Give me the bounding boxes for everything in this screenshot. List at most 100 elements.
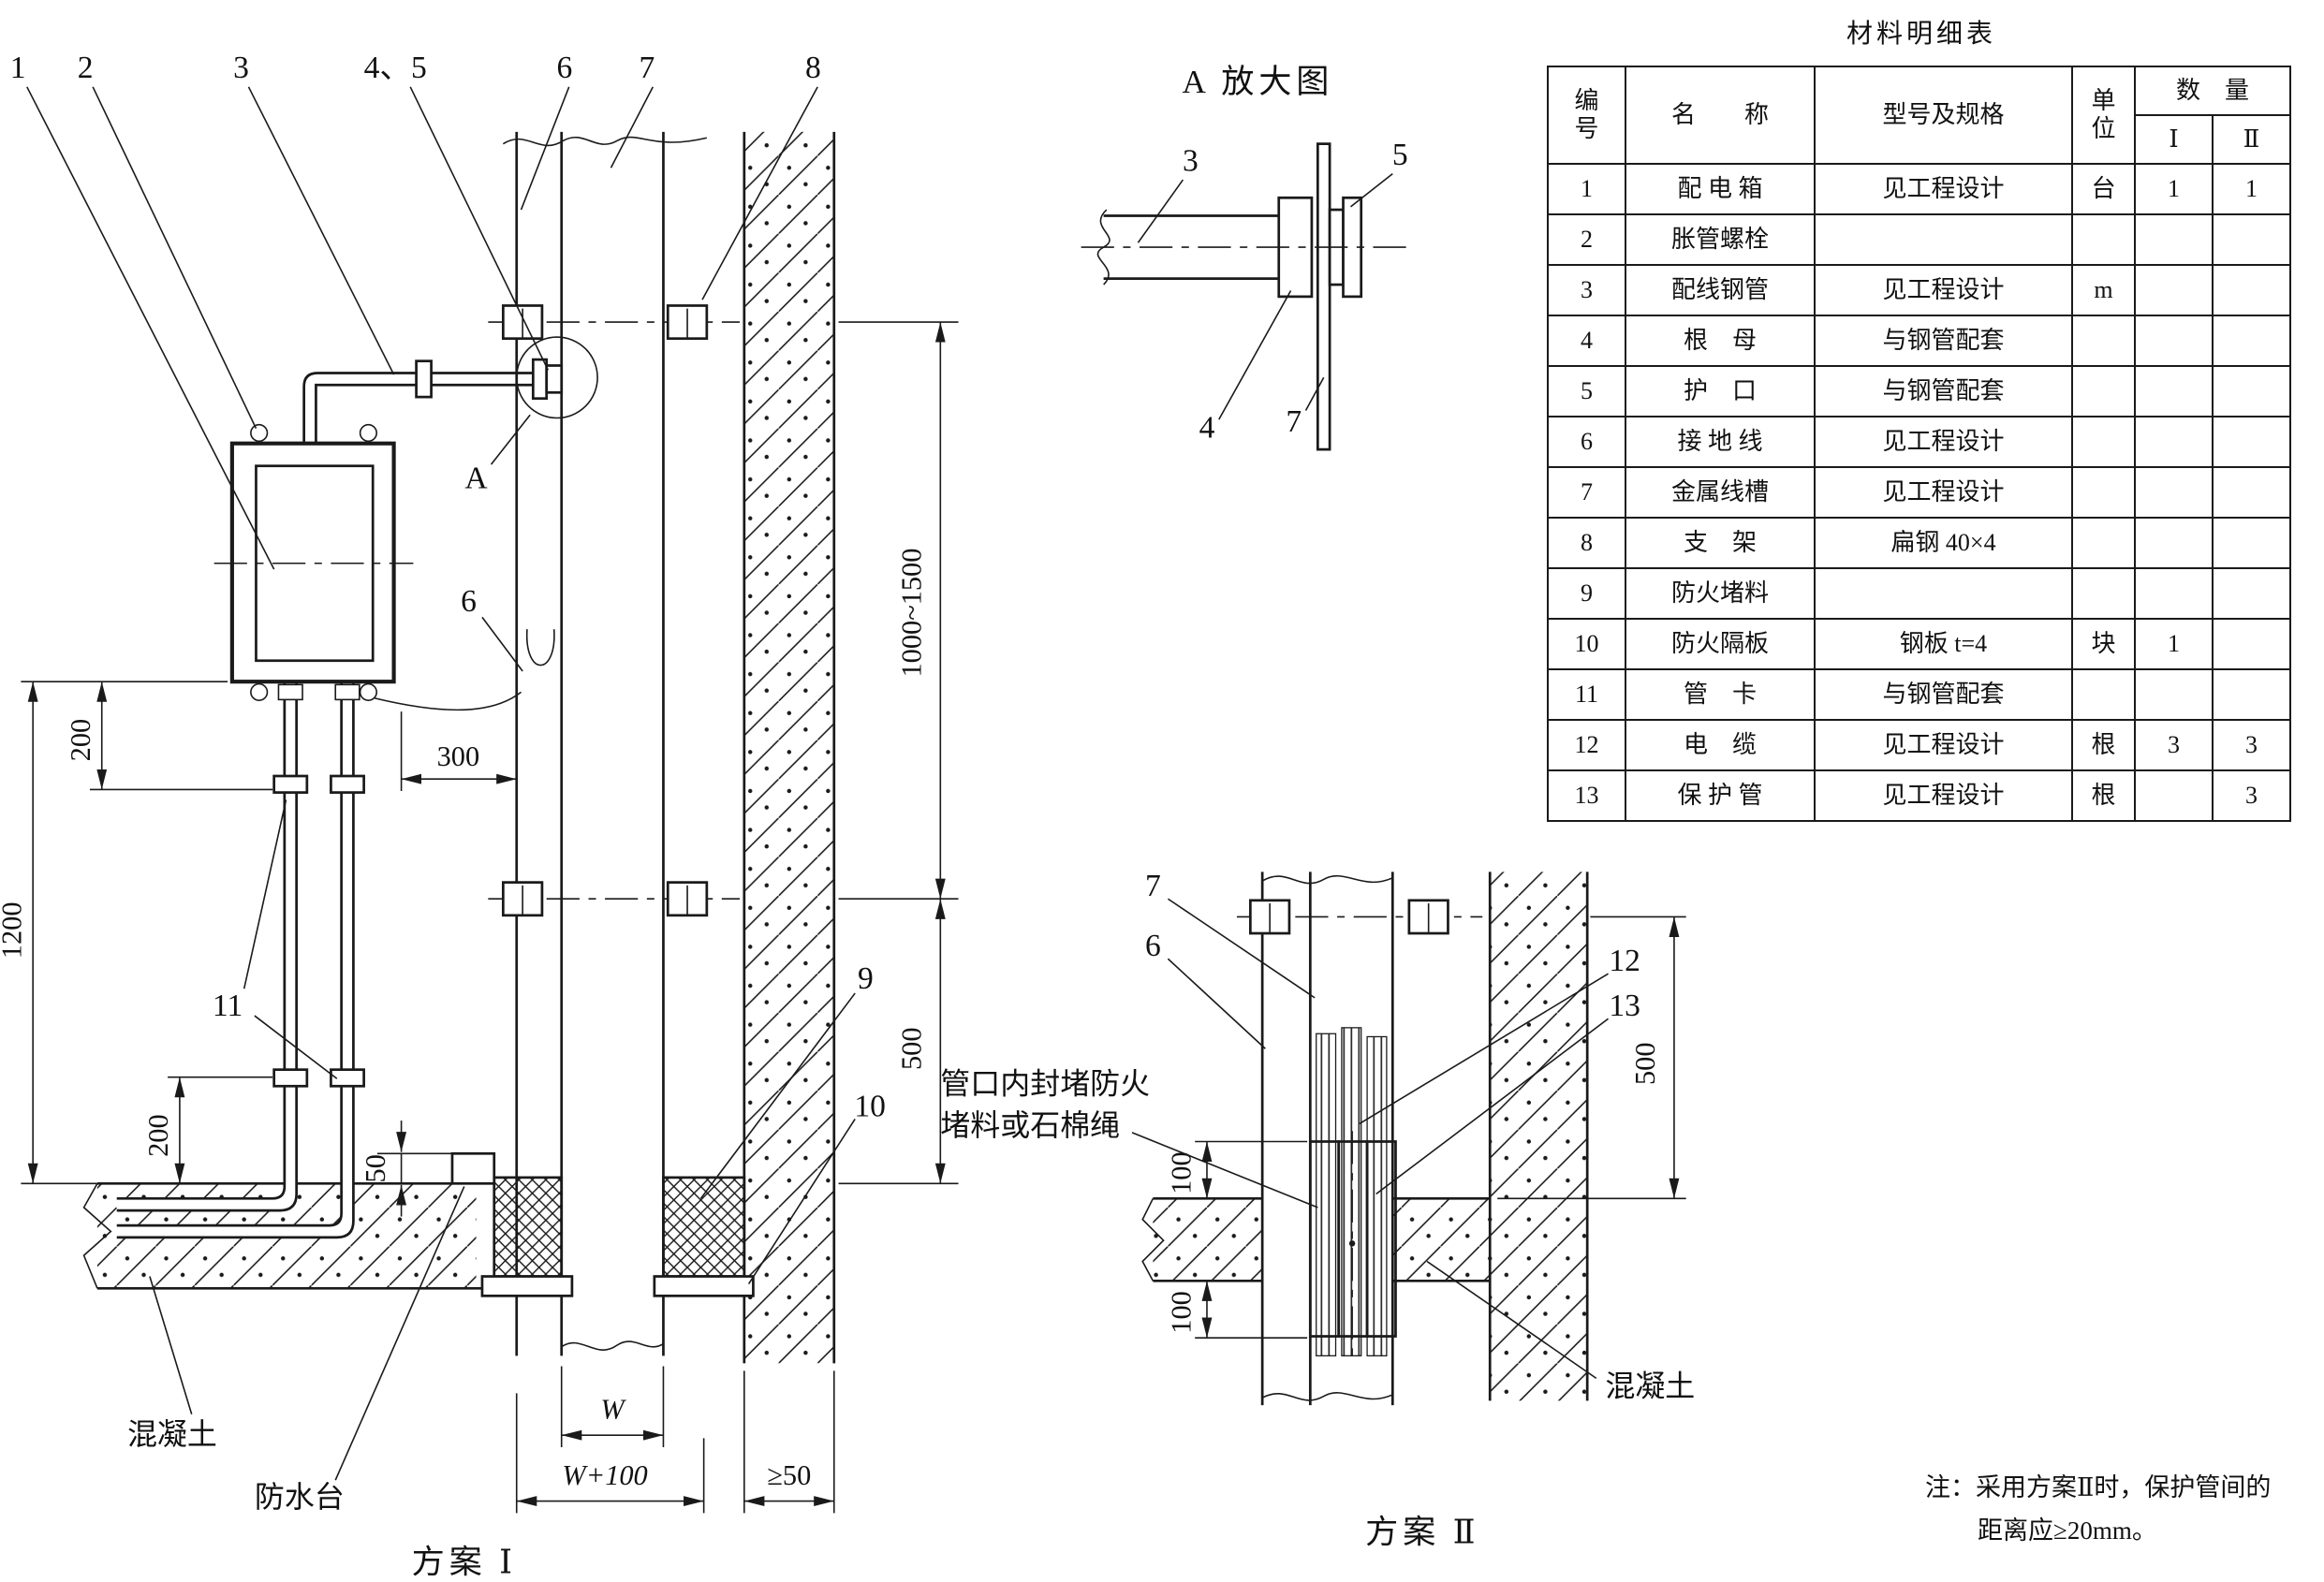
support-bracket-2	[1236, 899, 1483, 935]
cell-qty-1	[2134, 769, 2214, 822]
detail-callout-5: 5	[1392, 138, 1408, 172]
callout2-6: 6	[1145, 929, 1161, 963]
dim-w: W	[600, 1394, 626, 1426]
cell-spec: 见工程设计	[1814, 466, 2073, 519]
cell-qty-2	[2212, 264, 2291, 316]
cell-qty-2	[2212, 365, 2291, 417]
break-top	[502, 136, 708, 147]
detail-callout-7: 7	[1286, 404, 1302, 439]
col-header-qty-1: Ⅰ	[2134, 114, 2214, 165]
cell-qty-1	[2134, 365, 2214, 417]
cell-qty-1	[2134, 315, 2214, 367]
anchor-bolt	[359, 423, 378, 443]
scheme2-view: 100 100 500 7 6 12 13 管口内封堵防火 堵料或石棉绳 混凝土…	[940, 869, 1695, 1550]
table-row: 4 根 母 与钢管配套	[1547, 315, 2291, 367]
cell-name: 防火堵料	[1625, 567, 1816, 620]
floor-slab-2	[1141, 1196, 1491, 1282]
cell-unit	[2071, 315, 2136, 367]
cell-qty-2	[2212, 416, 2291, 468]
callout-7: 7	[639, 51, 655, 85]
cell-qty-1	[2134, 466, 2214, 519]
cell-name: 管 卡	[1625, 668, 1816, 721]
callout-a: A	[464, 461, 487, 496]
cell-qty-1	[2134, 416, 2214, 468]
materials-table: 编 号 名 称 型号及规格 单 位 数 量 Ⅰ Ⅱ 1 配 电 箱 见工程设计 …	[1547, 66, 2291, 822]
callout-10: 10	[854, 1089, 886, 1123]
cell-spec: 与钢管配套	[1814, 315, 2073, 367]
cell-qty-1: 1	[2134, 163, 2214, 215]
cell-spec: 见工程设计	[1814, 719, 2073, 771]
wall-hatch-2	[1490, 872, 1588, 1401]
table-row: 3 配线钢管 见工程设计 m	[1547, 264, 2291, 316]
cell-qty-1	[2134, 668, 2214, 721]
fireproof-blocks	[450, 1151, 755, 1297]
cell-spec: 见工程设计	[1814, 163, 2073, 215]
protective-pipes	[1308, 1131, 1397, 1356]
cell-name: 护 口	[1625, 365, 1816, 417]
cell-unit: m	[2071, 264, 2136, 316]
break-bottom-2	[1261, 1392, 1393, 1401]
cell-unit	[2071, 213, 2136, 266]
cell-no: 3	[1547, 264, 1626, 316]
callout-3: 3	[233, 51, 249, 85]
cell-name: 接 地 线	[1625, 416, 1816, 468]
callout-6-mid: 6	[461, 584, 477, 619]
dim-100-top: 100	[1165, 1151, 1197, 1194]
detail-a-view: A 放大图 3 5 4 7	[1081, 64, 1408, 451]
dim-1000-1500: 1000~1500	[896, 549, 928, 678]
callout-2: 2	[78, 51, 94, 85]
anchor-bolt	[250, 423, 269, 443]
callout-11: 11	[213, 989, 243, 1023]
col-header-no: 编 号	[1547, 66, 1626, 165]
pipe-clamps	[272, 774, 365, 1088]
cell-name: 保 护 管	[1625, 769, 1816, 822]
waterproof-curb	[450, 1151, 496, 1185]
scheme2-caption: 方案 Ⅱ	[1365, 1514, 1479, 1550]
cell-spec	[1814, 213, 2073, 266]
cell-no: 10	[1547, 618, 1626, 670]
cell-name: 胀管螺栓	[1625, 213, 1816, 266]
detail-a-leaders	[1137, 173, 1393, 420]
cell-qty-2: 3	[2212, 769, 2291, 822]
col-header-name: 名 称	[1625, 66, 1816, 165]
table-row: 8 支 架 扁钢 40×4	[1547, 517, 2291, 569]
scheme1-leader-lines	[26, 86, 856, 1481]
table-row: 5 护 口 与钢管配套	[1547, 365, 2291, 417]
scheme1-view: 1200 200 200 300 50 1000~1500 500 W	[0, 51, 959, 1580]
cell-qty-2	[2212, 315, 2291, 367]
cell-no: 9	[1547, 567, 1626, 620]
cell-spec: 扁钢 40×4	[1814, 517, 2073, 569]
anchor-bolt	[250, 682, 269, 701]
cell-no: 2	[1547, 213, 1626, 266]
seal-note-line2: 堵料或石棉绳	[940, 1108, 1120, 1142]
scheme1-caption: 方案 Ⅰ	[412, 1544, 517, 1580]
cell-qty-2	[2212, 668, 2291, 721]
concrete-label-2: 混凝土	[1605, 1370, 1695, 1403]
cell-name: 支 架	[1625, 517, 1816, 569]
dim-100-bottom: 100	[1165, 1291, 1197, 1334]
table-row: 13 保 护 管 见工程设计 根 3	[1547, 769, 2291, 822]
cell-unit: 根	[2071, 719, 2136, 771]
wireway-plate	[1316, 142, 1331, 451]
cell-qty-1	[2134, 567, 2214, 620]
cell-unit	[2071, 517, 2136, 569]
cell-unit: 台	[2071, 163, 2136, 215]
dim-200-top: 200	[65, 719, 96, 762]
callout-4-5: 4、5	[364, 51, 427, 85]
cell-no: 4	[1547, 315, 1626, 367]
cell-spec	[1814, 567, 2073, 620]
cell-qty-1: 3	[2134, 719, 2214, 771]
cell-qty-2	[2212, 567, 2291, 620]
table-row: 2 胀管螺栓	[1547, 213, 2291, 266]
callout-1: 1	[10, 51, 26, 85]
cell-unit	[2071, 567, 2136, 620]
detail-a-circle	[515, 336, 598, 419]
drawing-note: 注：采用方案Ⅱ时，保护管间的 距离应≥20mm。	[1925, 1466, 2271, 1552]
top-conduit	[302, 336, 598, 444]
cell-qty-2	[2212, 618, 2291, 670]
cell-no: 1	[1547, 163, 1626, 215]
cell-name: 根 母	[1625, 315, 1816, 367]
wall-edges	[743, 131, 836, 1364]
support-brackets	[488, 304, 741, 917]
